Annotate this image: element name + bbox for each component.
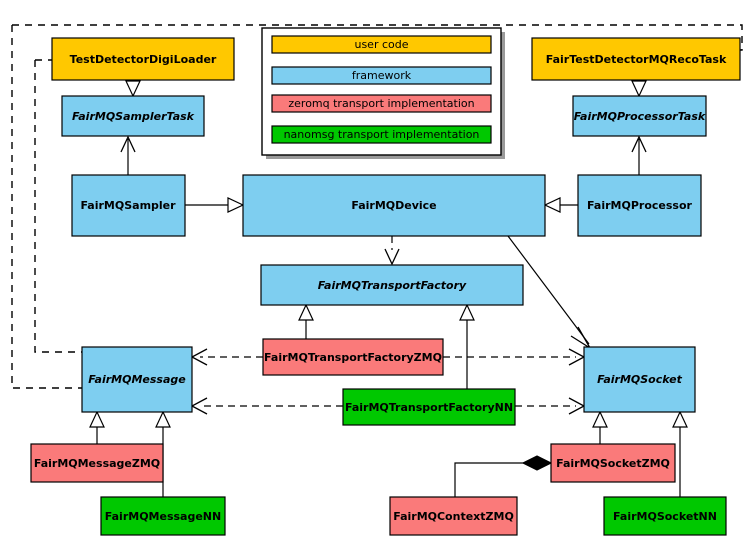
node-label-FairMQTransportFactoryNN: FairMQTransportFactoryNN — [345, 401, 513, 414]
edge-tfzmq-message — [190, 348, 263, 366]
node-label-FairMQContextZMQ: FairMQContextZMQ — [393, 510, 514, 523]
node-label-FairMQTransportFactoryZMQ: FairMQTransportFactoryZMQ — [264, 351, 442, 364]
edge-tfnn-tf — [459, 303, 475, 389]
node-TestDetectorDigiLoader[interactable]: TestDetectorDigiLoader — [51, 37, 235, 81]
node-FairMQSocket[interactable]: FairMQSocket — [583, 346, 696, 413]
legend-item-user-code: user code — [271, 35, 492, 54]
node-FairTestDetectorMQRecoTask[interactable]: FairTestDetectorMQRecoTask — [531, 37, 741, 81]
node-label-FairTestDetectorMQRecoTask: FairTestDetectorMQRecoTask — [546, 53, 727, 66]
legend-item-nanomsg: nanomsg transport implementation — [271, 125, 492, 144]
edge-tfnn-socket — [515, 397, 586, 415]
legend-label-zeromq: zeromq transport implementation — [288, 97, 474, 110]
node-label-FairMQSamplerTask: FairMQSamplerTask — [72, 110, 195, 123]
node-FairMQProcessorTask[interactable]: FairMQProcessorTask — [572, 95, 707, 137]
edge-recotask-processortask — [631, 80, 647, 98]
node-FairMQTransportFactoryZMQ[interactable]: FairMQTransportFactoryZMQ — [262, 338, 444, 376]
legend-label-framework: framework — [352, 69, 412, 82]
node-label-FairMQSocket: FairMQSocket — [597, 373, 683, 386]
node-label-FairMQProcessor: FairMQProcessor — [587, 199, 692, 212]
edge-processor-device — [543, 197, 578, 213]
legend-panel: user code framework zeromq transport imp… — [261, 27, 505, 159]
node-FairMQMessage[interactable]: FairMQMessage — [81, 346, 193, 413]
edge-messagezmq-message — [89, 410, 105, 444]
node-FairMQContextZMQ[interactable]: FairMQContextZMQ — [389, 496, 518, 536]
edge-contextzmq-socketzmq — [454, 455, 553, 497]
node-label-TestDetectorDigiLoader: TestDetectorDigiLoader — [70, 53, 217, 66]
node-FairMQMessageZMQ[interactable]: FairMQMessageZMQ — [30, 443, 164, 483]
edge-sampler-device — [185, 197, 245, 213]
dependency-frame-digi-loader — [34, 59, 82, 353]
node-label-FairMQTransportFactory: FairMQTransportFactory — [318, 279, 467, 292]
edge-socketzmq-socket — [592, 410, 608, 444]
legend-label-user-code: user code — [354, 38, 408, 51]
edge-sampler-samplertask — [120, 135, 136, 175]
edge-device-transportfactory — [384, 236, 400, 266]
node-label-FairMQSampler: FairMQSampler — [80, 199, 176, 212]
node-FairMQMessageNN[interactable]: FairMQMessageNN — [100, 496, 226, 536]
node-FairMQSocketNN[interactable]: FairMQSocketNN — [603, 496, 727, 536]
node-FairMQSamplerTask[interactable]: FairMQSamplerTask — [61, 95, 205, 137]
node-label-FairMQMessageNN: FairMQMessageNN — [105, 510, 221, 523]
edge-digiloader-samplertask — [125, 80, 141, 98]
node-FairMQTransportFactory[interactable]: FairMQTransportFactory — [260, 264, 524, 306]
node-label-FairMQSocketNN: FairMQSocketNN — [613, 510, 717, 523]
legend-item-framework: framework — [271, 66, 492, 85]
edge-tfzmq-socket — [443, 348, 586, 366]
edge-tfnn-message — [190, 397, 343, 415]
node-label-FairMQSocketZMQ: FairMQSocketZMQ — [556, 457, 670, 470]
node-label-FairMQMessage: FairMQMessage — [88, 373, 186, 386]
legend-item-zeromq: zeromq transport implementation — [271, 94, 492, 113]
node-label-FairMQProcessorTask: FairMQProcessorTask — [574, 110, 706, 123]
node-FairMQProcessor[interactable]: FairMQProcessor — [577, 174, 702, 237]
node-FairMQSampler[interactable]: FairMQSampler — [71, 174, 186, 237]
node-FairMQSocketZMQ[interactable]: FairMQSocketZMQ — [550, 443, 676, 483]
node-FairMQTransportFactoryNN[interactable]: FairMQTransportFactoryNN — [342, 388, 516, 426]
node-label-FairMQDevice: FairMQDevice — [351, 199, 436, 212]
legend-label-nanomsg: nanomsg transport implementation — [284, 128, 480, 141]
edge-tfzmq-tf — [298, 303, 314, 339]
node-label-FairMQMessageZMQ: FairMQMessageZMQ — [34, 457, 160, 470]
dependency-frame-reco-task — [11, 24, 743, 389]
edge-processor-processortask — [631, 135, 647, 175]
node-FairMQDevice[interactable]: FairMQDevice — [242, 174, 546, 237]
